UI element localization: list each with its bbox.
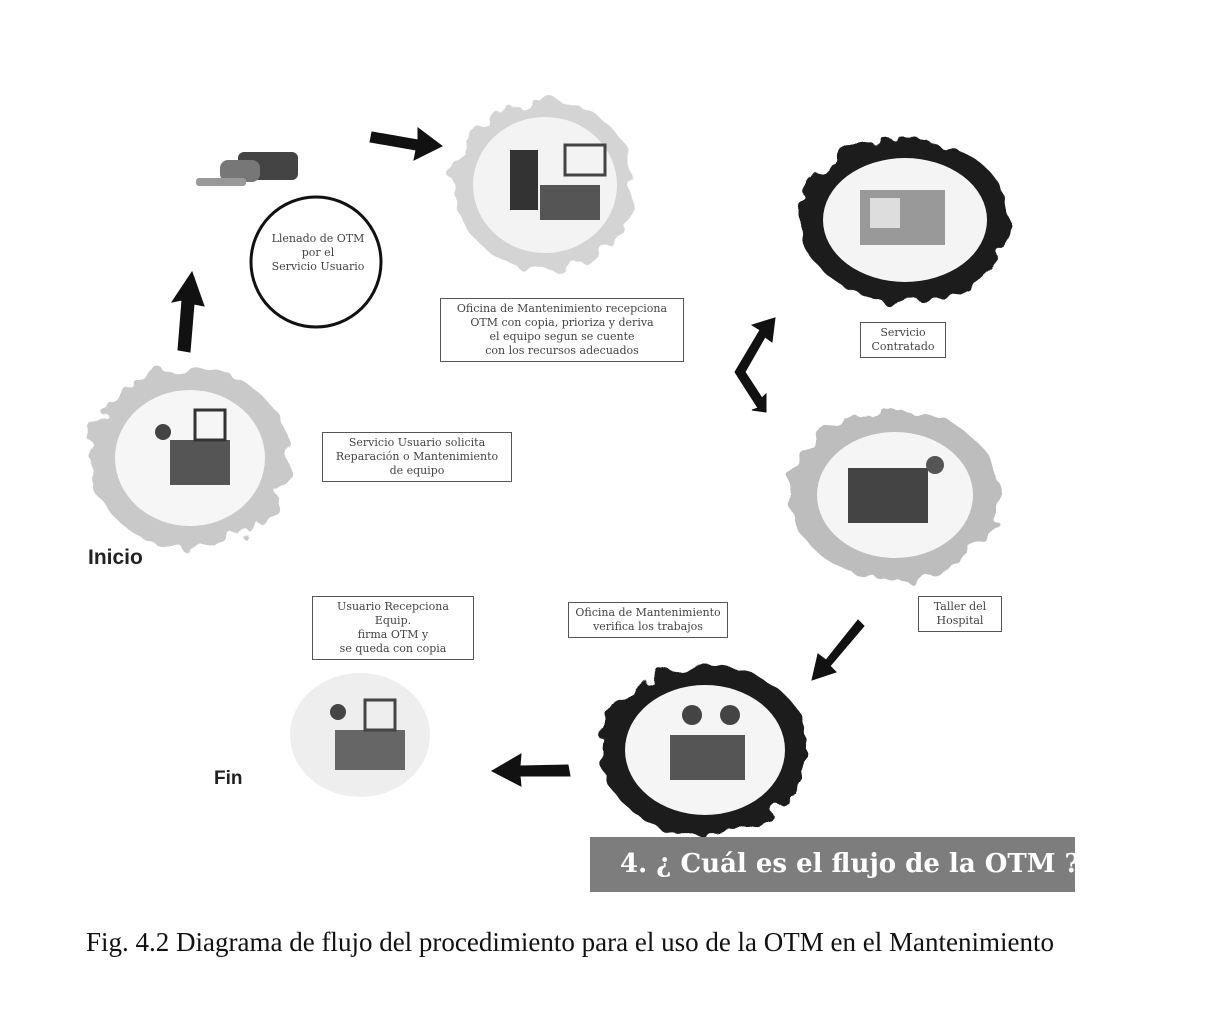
arrow-up-left xyxy=(170,270,205,353)
user-service-illustration xyxy=(90,368,290,548)
handshake-icon xyxy=(196,152,298,186)
arrows xyxy=(170,127,865,787)
node-llenado-label: Llenado de OTM por el Servicio Usuario xyxy=(271,232,365,273)
node-servicio-solicita-label: Servicio Usuario solicita Reparación o M… xyxy=(322,432,512,482)
verification-illustration xyxy=(600,665,810,835)
figure-caption: Fig. 4.2 Diagrama de flujo del procedimi… xyxy=(86,927,1054,957)
llenado-circle xyxy=(249,195,383,329)
contracted-service-illustration xyxy=(800,138,1010,302)
node-usuario-recepciona-label: Usuario Recepciona Equip. firma OTM y se… xyxy=(312,596,474,660)
user-receives-illustration xyxy=(290,673,430,797)
node-oficina-recepciona-label: Oficina de Mantenimiento recepciona OTM … xyxy=(440,298,684,362)
end-label: Fin xyxy=(214,768,243,789)
node-oficina-verifica-label: Oficina de Mantenimiento verifica los tr… xyxy=(568,602,728,638)
arrow-branch xyxy=(734,317,776,413)
arrow-left-bottom xyxy=(490,753,571,787)
node-servicio-contratado-label: Servicio Contratado xyxy=(860,322,946,358)
arrow-right-top xyxy=(369,127,443,161)
office-desk-illustration xyxy=(455,100,635,270)
hospital-workshop-illustration xyxy=(790,410,1000,580)
node-taller-label: Taller del Hospital xyxy=(918,596,1002,632)
start-label: Inicio xyxy=(88,546,143,569)
question-banner: 4. ¿ Cuál es el flujo de la OTM ? xyxy=(590,837,1075,892)
arrow-down-left xyxy=(811,619,865,681)
